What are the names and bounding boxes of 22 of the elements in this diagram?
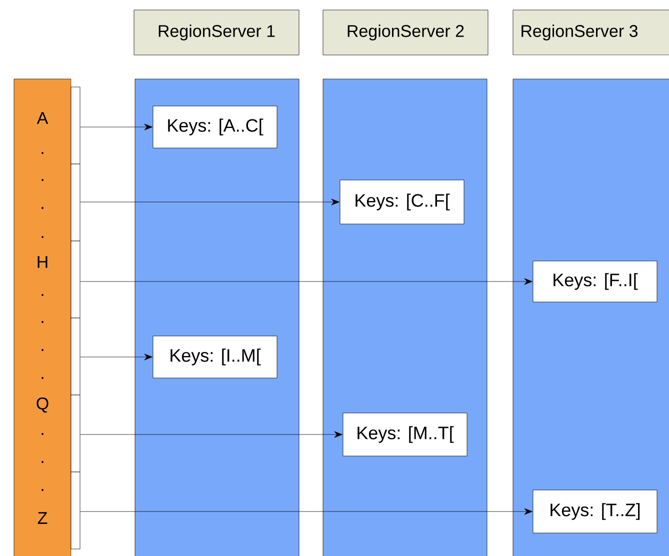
key-range-box: Keys: [C..F[ bbox=[340, 180, 464, 224]
key-segment bbox=[70, 240, 80, 318]
key-range-box: Keys: [I..M[ bbox=[152, 336, 278, 378]
arrow bbox=[80, 508, 532, 515]
key-range-box: Keys: [T..Z] bbox=[532, 490, 658, 534]
key-range-box: Keys: [F..I[ bbox=[532, 260, 658, 302]
key-range-box: Keys: [A..C[ bbox=[152, 106, 278, 148]
key-segment bbox=[70, 394, 80, 472]
server-header: RegionServer 1 bbox=[134, 10, 300, 56]
key-space-bar: A . . . . H . . . . Q . . . Z bbox=[14, 78, 72, 556]
key-segment bbox=[70, 472, 80, 550]
arrow bbox=[80, 431, 342, 438]
key-segment bbox=[70, 164, 80, 242]
server-header: RegionServer 2 bbox=[322, 10, 488, 56]
arrow bbox=[80, 354, 152, 360]
server-header: RegionServer 3 bbox=[512, 10, 669, 56]
arrow bbox=[80, 278, 532, 285]
key-range-box: Keys: [M..T[ bbox=[342, 412, 468, 456]
key-segment bbox=[70, 86, 80, 164]
arrow bbox=[80, 198, 340, 206]
arrow bbox=[80, 124, 152, 130]
key-segment bbox=[70, 318, 80, 396]
